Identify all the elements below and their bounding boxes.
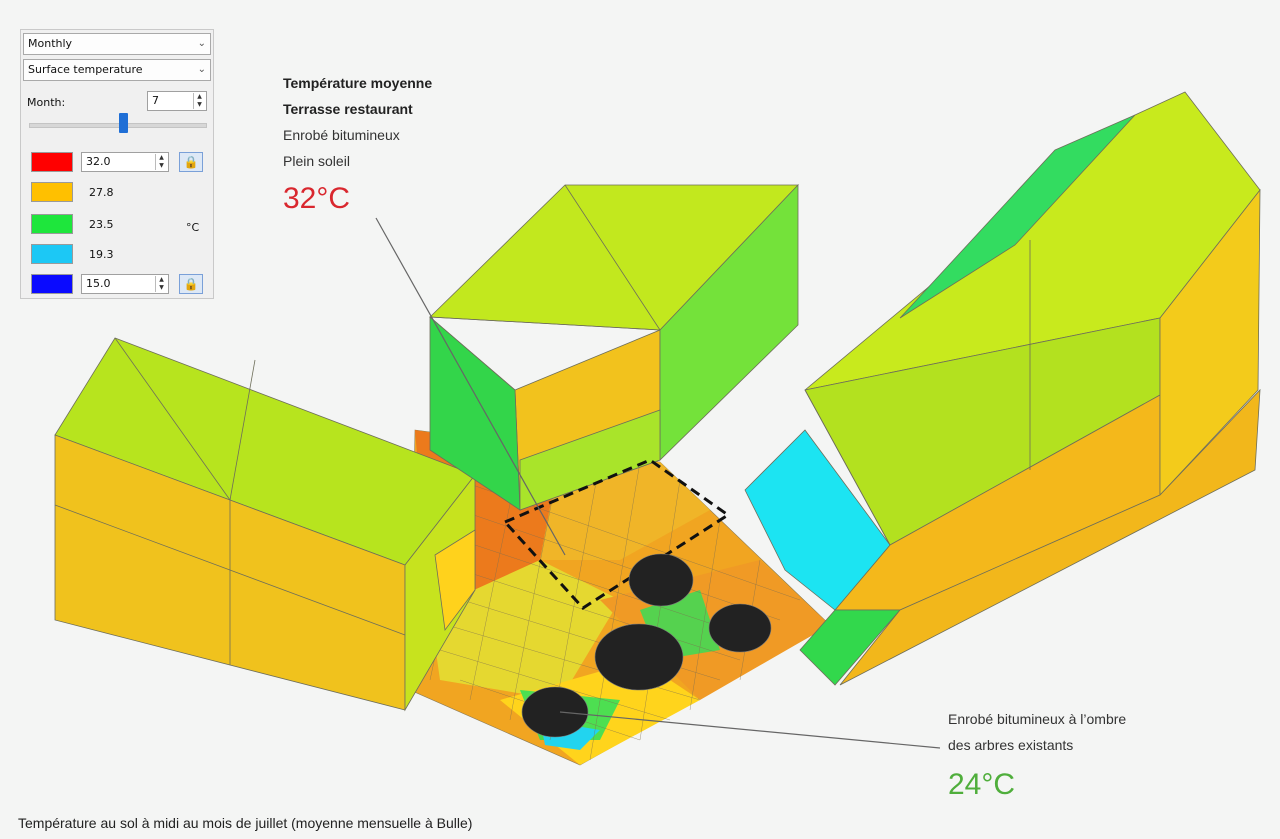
annotation-temperature-shade: 24°C: [948, 768, 1016, 801]
annotation-material: Enrobé bitumineux: [283, 127, 400, 143]
period-select[interactable]: Monthly ⌄: [23, 33, 211, 55]
lock-icon[interactable]: 🔒: [179, 274, 203, 294]
month-slider-track[interactable]: [29, 123, 207, 128]
chevron-down-icon: ⌄: [197, 64, 206, 75]
legend-control-panel: Monthly ⌄ Surface temperature ⌄ Month: 7…: [20, 29, 214, 299]
spinner-arrows-icon[interactable]: ▲▼: [193, 93, 205, 109]
building-right: [744, 91, 1261, 686]
month-label: Month:: [27, 96, 66, 109]
leader-line-top: [375, 217, 566, 556]
chevron-down-icon: ⌄: [197, 38, 206, 49]
leader-line-bottom: [559, 711, 941, 749]
spinner-arrows-icon[interactable]: ▲▼: [155, 276, 167, 292]
spinner-arrows-icon[interactable]: ▲▼: [155, 154, 167, 170]
legend-max-input[interactable]: 32.0 ▲▼: [81, 152, 169, 172]
legend-value-4: 19.3: [89, 248, 114, 261]
annotation-shade-line1: Enrobé bitumineux à l’ombre: [948, 711, 1127, 727]
annotation-exposure: Plein soleil: [283, 153, 350, 169]
legend-color-3[interactable]: [31, 214, 73, 234]
month-slider-thumb[interactable]: [119, 113, 128, 133]
variable-select[interactable]: Surface temperature ⌄: [23, 59, 211, 81]
building-middle: [429, 183, 799, 511]
legend-color-max[interactable]: [31, 152, 73, 172]
annotation-title-line1: Température moyenne: [283, 75, 433, 91]
legend-unit: °C: [186, 221, 200, 234]
annotation-title-line2: Terrasse restaurant: [283, 101, 413, 117]
annotation-temperature-sun: 32°C: [283, 182, 351, 215]
figure-caption: Température au sol à midi au mois de jui…: [18, 815, 473, 831]
legend-value-2: 27.8: [89, 186, 114, 199]
annotation-terrace: Température moyenne Terrasse restaurant …: [283, 70, 432, 216]
terrace-highlight: [502, 458, 731, 610]
variable-select-value: Surface temperature: [28, 63, 143, 76]
annotation-shade-line2: des arbres existants: [948, 737, 1074, 753]
lock-icon[interactable]: 🔒: [179, 152, 203, 172]
period-select-value: Monthly: [28, 37, 73, 50]
month-stepper-value: 7: [152, 94, 159, 107]
annotation-shade: Enrobé bitumineux à l’ombre des arbres e…: [948, 706, 1126, 802]
trees: [521, 553, 772, 738]
legend-min-value: 15.0: [86, 277, 111, 290]
legend-min-input[interactable]: 15.0 ▲▼: [81, 274, 169, 294]
building-left: [54, 337, 476, 712]
legend-color-2[interactable]: [31, 182, 73, 202]
legend-value-3: 23.5: [89, 218, 114, 231]
legend-color-min[interactable]: [31, 274, 73, 294]
legend-max-value: 32.0: [86, 155, 111, 168]
legend-color-4[interactable]: [31, 244, 73, 264]
month-stepper[interactable]: 7 ▲▼: [147, 91, 207, 111]
